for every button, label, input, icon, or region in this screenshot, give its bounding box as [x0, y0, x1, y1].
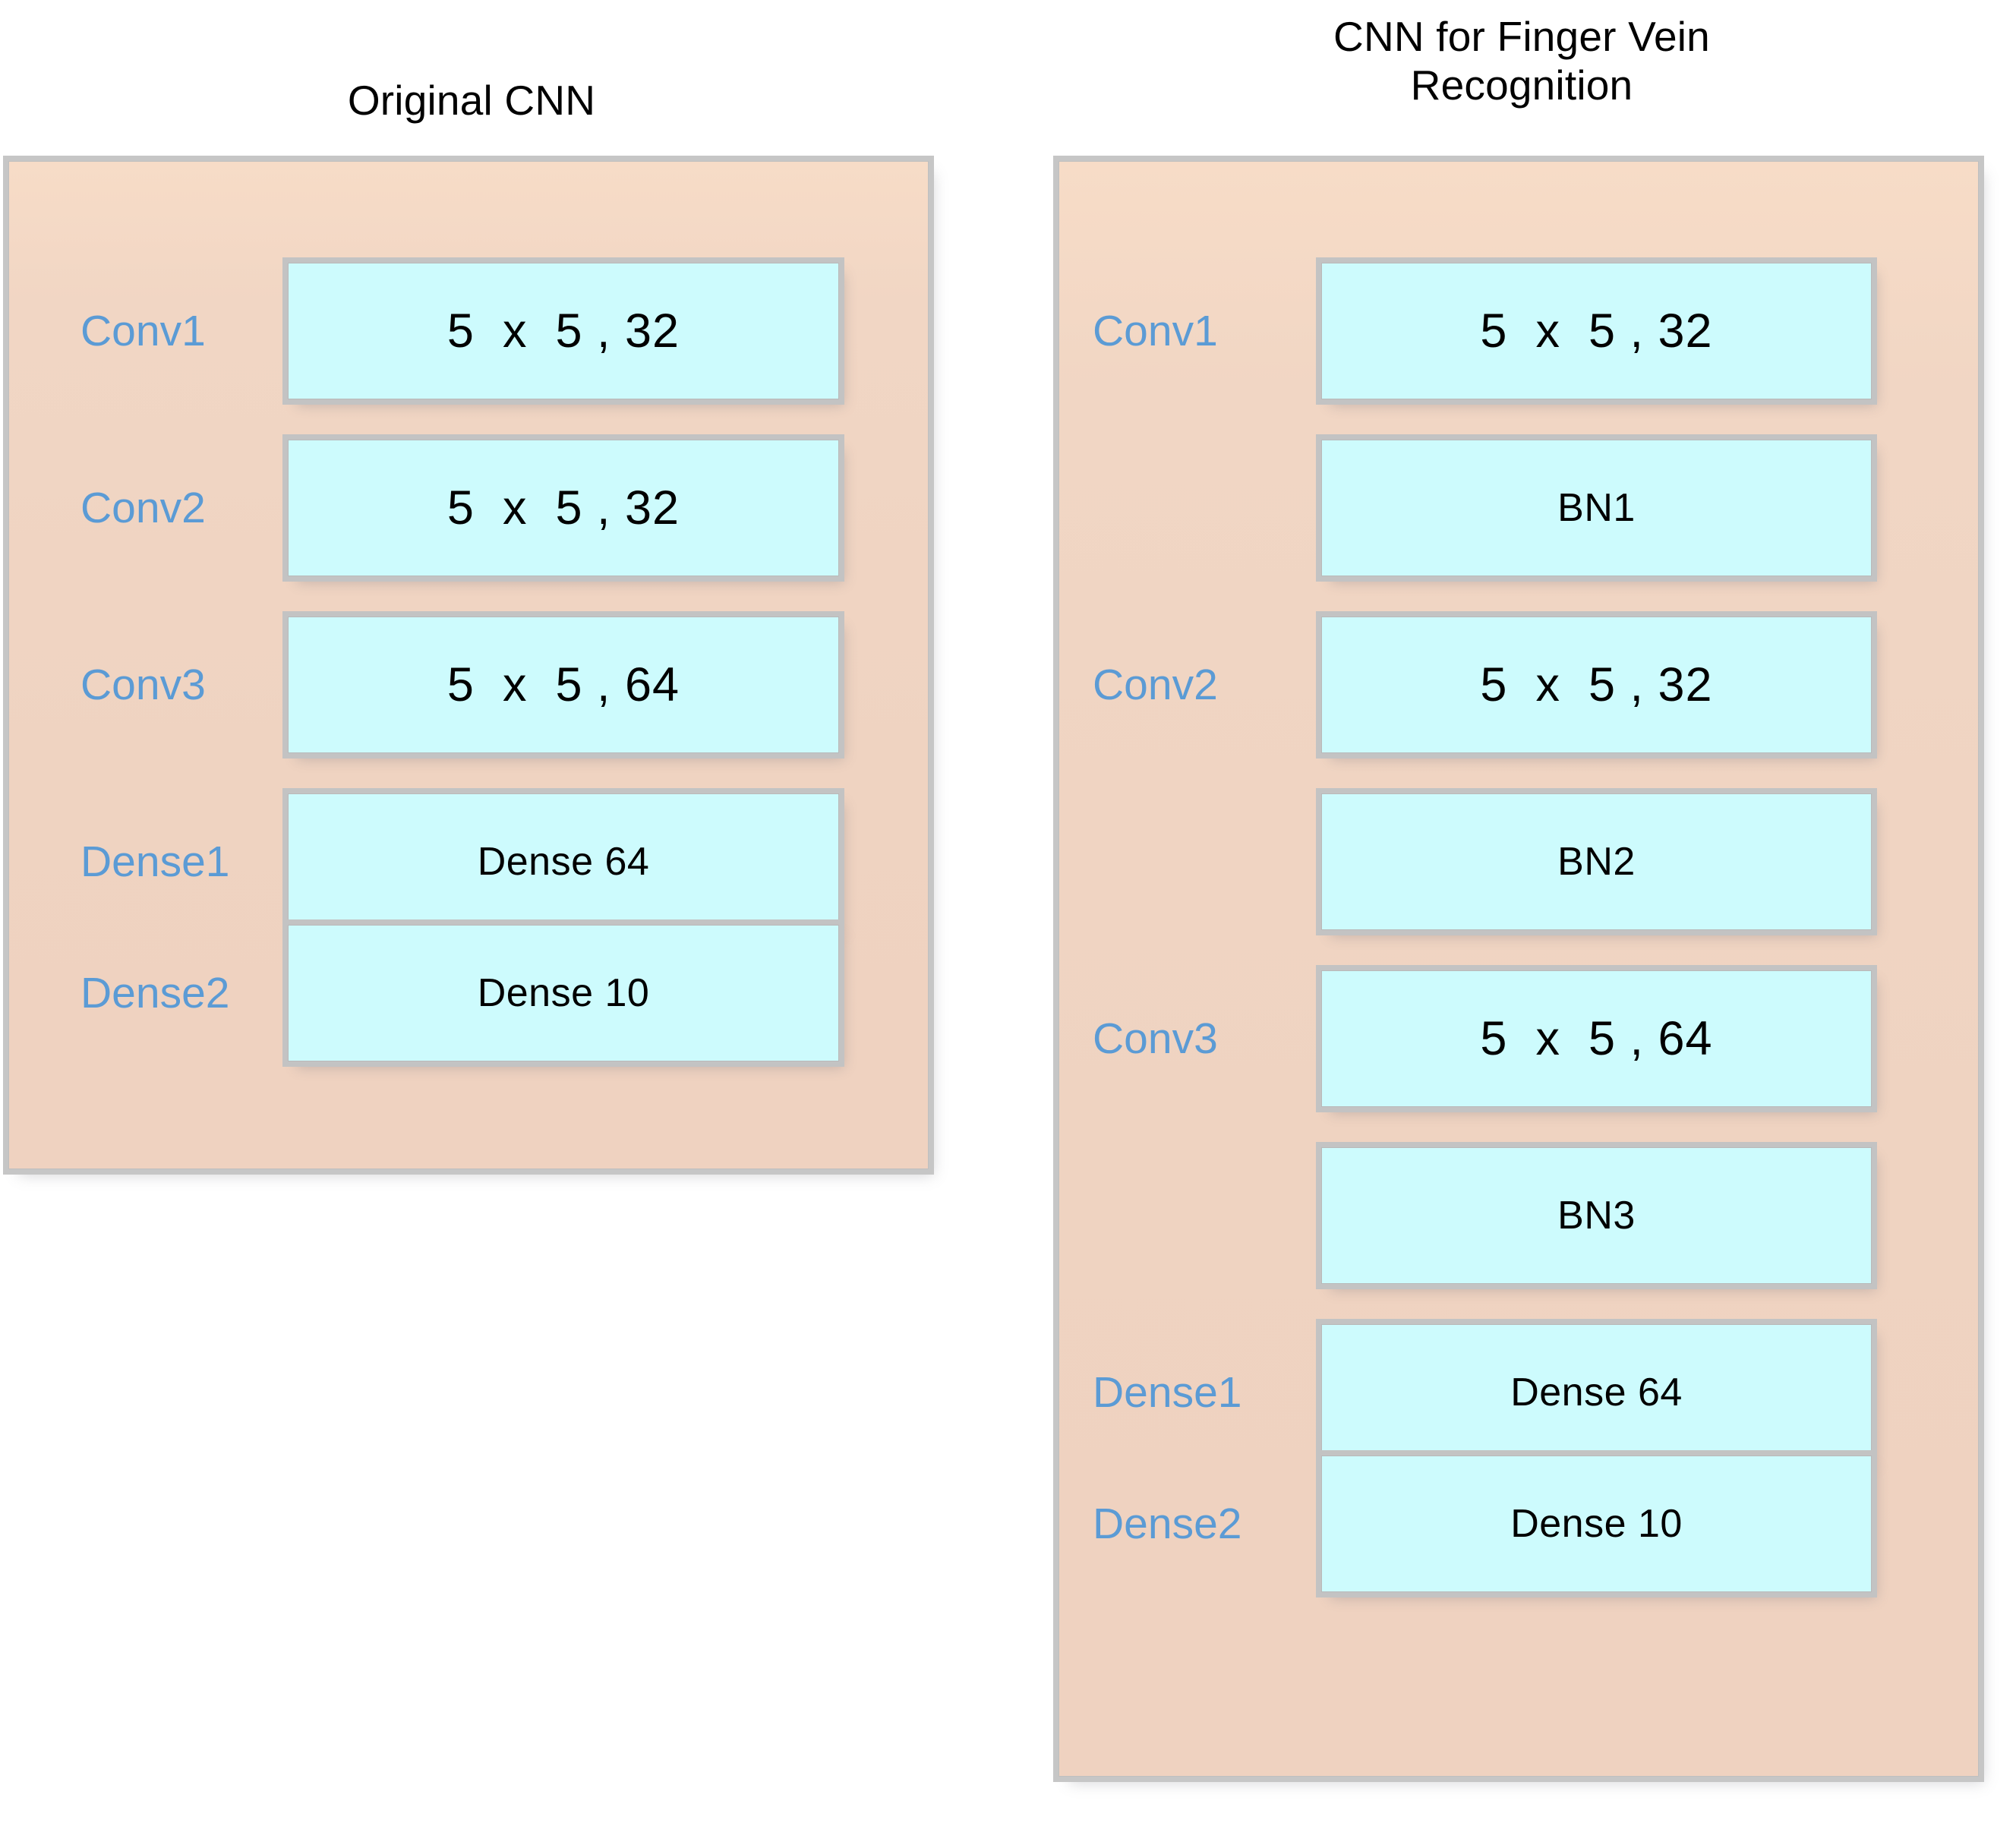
layer-block-text-conv2: 5 x 5 , 32 — [1480, 658, 1713, 711]
layer-label-conv1: Conv1 — [1093, 307, 1218, 355]
layer-block-conv3[interactable]: 5 x 5 , 64 — [288, 617, 839, 753]
layer-row-dense1: Dense1 Dense 64 — [1059, 1324, 1978, 1461]
layer-block-text-conv3: 5 x 5 , 64 — [446, 658, 680, 711]
layer-row-conv2: Conv2 5 x 5 , 32 — [9, 440, 928, 576]
layer-block-dense2[interactable]: Dense 10 — [1321, 1456, 1872, 1592]
layer-label-conv3: Conv3 — [1093, 1014, 1218, 1063]
layer-label-dense2: Dense2 — [1093, 1500, 1242, 1548]
layer-row-conv2: Conv2 5 x 5 , 32 — [1059, 617, 1978, 753]
layer-block-dense1[interactable]: Dense 64 — [288, 793, 839, 930]
layer-row-dense2: Dense2 Dense 10 — [9, 925, 928, 1061]
layer-block-dense2[interactable]: Dense 10 — [288, 925, 839, 1061]
layer-label-conv1: Conv1 — [80, 307, 206, 355]
layer-row-bn2: BN2 — [1059, 793, 1978, 930]
layer-block-text-dense2: Dense 10 — [477, 971, 650, 1015]
panel-original-cnn: Conv1 5 x 5 , 32 Conv2 5 x 5 , 32 Conv3 … — [8, 161, 929, 1169]
layer-block-text-bn2: BN2 — [1557, 840, 1636, 884]
layer-block-text-dense1: Dense 64 — [477, 840, 650, 884]
layer-block-conv1[interactable]: 5 x 5 , 32 — [288, 263, 839, 399]
layer-label-conv2: Conv2 — [80, 484, 206, 532]
layer-block-text-dense1: Dense 64 — [1510, 1370, 1683, 1415]
layer-block-dense1[interactable]: Dense 64 — [1321, 1324, 1872, 1461]
layer-block-conv3[interactable]: 5 x 5 , 64 — [1321, 970, 1872, 1107]
panel-cnn-finger-vein: Conv1 5 x 5 , 32 BN1 Conv2 5 x 5 , 32 — [1058, 161, 1979, 1777]
layer-label-dense2: Dense2 — [80, 969, 230, 1017]
layer-label-dense1: Dense1 — [80, 837, 230, 886]
layer-row-dense1: Dense1 Dense 64 — [9, 793, 928, 930]
layer-block-conv2[interactable]: 5 x 5 , 32 — [1321, 617, 1872, 753]
layer-row-conv1: Conv1 5 x 5 , 32 — [1059, 263, 1978, 399]
layer-block-bn3[interactable]: BN3 — [1321, 1147, 1872, 1284]
layer-row-dense2: Dense2 Dense 10 — [1059, 1456, 1978, 1592]
layer-block-text-dense2: Dense 10 — [1510, 1502, 1683, 1546]
layer-label-dense1: Dense1 — [1093, 1368, 1242, 1417]
layer-block-text-conv2: 5 x 5 , 32 — [446, 481, 680, 535]
layer-block-bn2[interactable]: BN2 — [1321, 793, 1872, 930]
layer-row-bn3: BN3 — [1059, 1147, 1978, 1284]
layer-row-conv3: Conv3 5 x 5 , 64 — [1059, 970, 1978, 1107]
column-title-original-cnn: Original CNN — [347, 77, 596, 124]
layer-row-conv1: Conv1 5 x 5 , 32 — [9, 263, 928, 399]
layer-label-conv2: Conv2 — [1093, 661, 1218, 709]
layer-row-bn1: BN1 — [1059, 440, 1978, 576]
layer-block-text-bn3: BN3 — [1557, 1194, 1636, 1238]
layer-block-text-bn1: BN1 — [1557, 486, 1636, 530]
layer-block-text-conv3: 5 x 5 , 64 — [1480, 1012, 1713, 1065]
layer-block-bn1[interactable]: BN1 — [1321, 440, 1872, 576]
column-title-cnn-finger-vein: CNN for Finger Vein Recognition — [1333, 13, 1710, 109]
layer-label-conv3: Conv3 — [80, 661, 206, 709]
layer-block-text-conv1: 5 x 5 , 32 — [1480, 304, 1713, 358]
layer-block-text-conv1: 5 x 5 , 32 — [446, 304, 680, 358]
layer-row-conv3: Conv3 5 x 5 , 64 — [9, 617, 928, 753]
layer-block-conv1[interactable]: 5 x 5 , 32 — [1321, 263, 1872, 399]
layer-block-conv2[interactable]: 5 x 5 , 32 — [288, 440, 839, 576]
